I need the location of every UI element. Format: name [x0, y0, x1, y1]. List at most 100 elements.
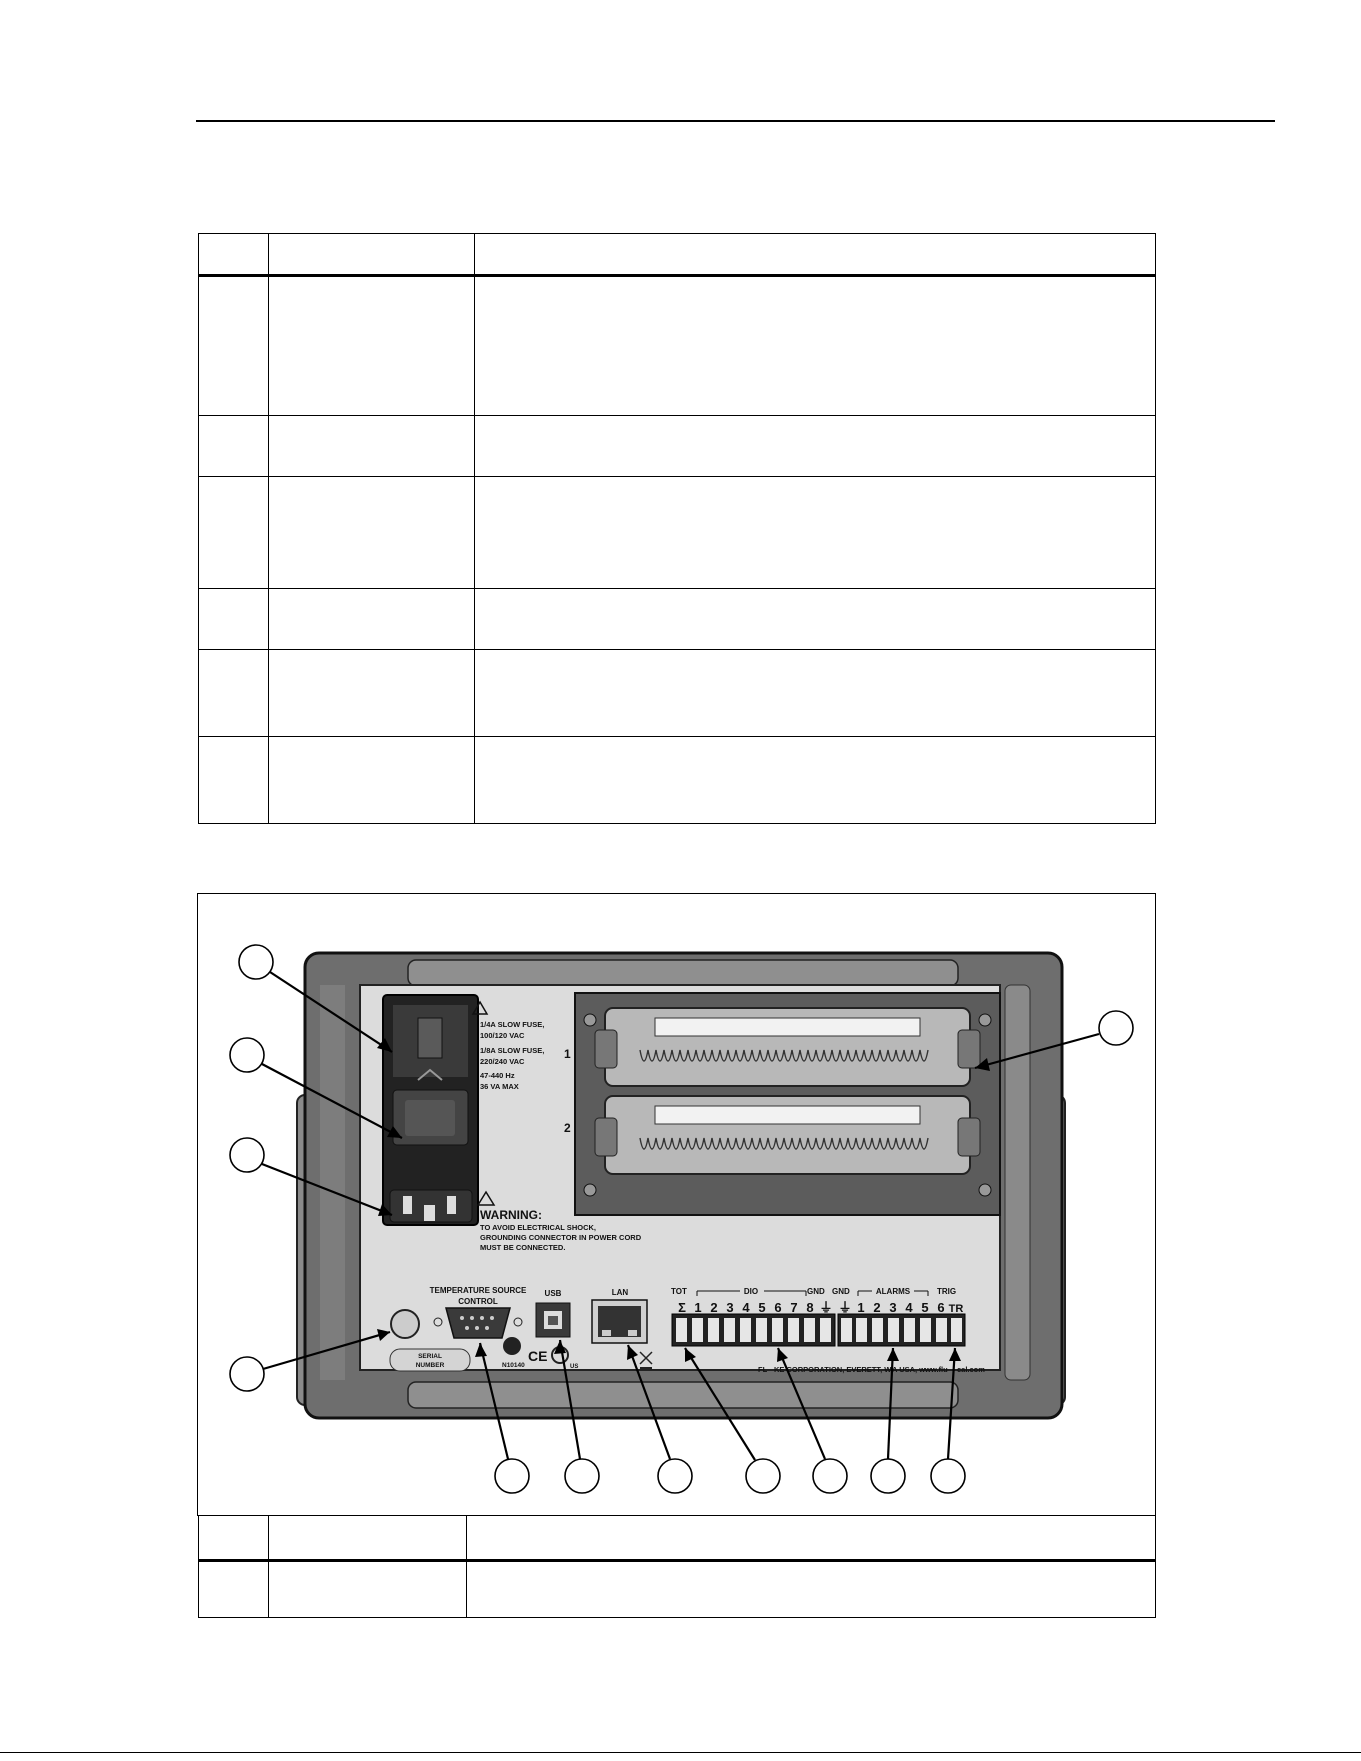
input-module-2 — [594, 1095, 981, 1175]
lan-port — [591, 1299, 648, 1344]
callout-circle — [494, 1458, 530, 1494]
terminal-block-dio — [671, 1313, 836, 1347]
arrowhead — [777, 1348, 788, 1362]
dio-number: 7 — [790, 1300, 797, 1315]
fuse-label-line-4: 220/240 VAC — [480, 1057, 525, 1066]
callout-circle — [229, 1037, 265, 1073]
alarm-number: 3 — [889, 1300, 896, 1315]
figure-frame — [197, 893, 1156, 1516]
gnd-label-right: GND — [832, 1287, 850, 1296]
lower-description-table — [198, 1515, 1156, 1618]
table-row — [198, 476, 1156, 589]
arrowhead — [378, 1204, 392, 1216]
footer-rule — [0, 1752, 1361, 1753]
tot-label: TOT — [671, 1287, 687, 1296]
sigma-glyph: Σ — [678, 1300, 686, 1315]
alarm-number: 6 — [937, 1300, 944, 1315]
temp-source-label-2: CONTROL — [458, 1297, 498, 1306]
dio-number: 5 — [758, 1300, 765, 1315]
trig-tr-label: TR — [949, 1303, 964, 1315]
serial-number-plate — [389, 1348, 471, 1372]
callout-leader — [269, 971, 393, 1053]
callout-leader — [558, 1339, 582, 1460]
fuse-label-line-1: 1/4A SLOW FUSE, — [480, 1020, 544, 1029]
callout-leaders — [261, 971, 1100, 1461]
upper-description-table — [198, 233, 1156, 824]
alarm-number: 4 — [905, 1300, 913, 1315]
warning-line-2: GROUNDING CONNECTOR IN POWER CORD — [480, 1233, 642, 1242]
c-tick-mark — [503, 1337, 521, 1355]
dio-number: 6 — [774, 1300, 781, 1315]
callout-circles — [229, 944, 1134, 1494]
callout-leader — [886, 1347, 895, 1460]
corp-text-1: FL — [758, 1365, 768, 1374]
callout-circle — [812, 1458, 848, 1494]
alarm-number: 5 — [921, 1300, 928, 1315]
table-row — [198, 415, 1156, 477]
temp-source-label-1: TEMPERATURE SOURCE — [430, 1286, 527, 1295]
callout-leader — [684, 1347, 756, 1461]
table-header-row — [198, 233, 1156, 277]
warning-title: WARNING: — [480, 1208, 542, 1222]
callout-circle — [657, 1458, 693, 1494]
dio-number: 3 — [726, 1300, 733, 1315]
callout-leader — [261, 1063, 403, 1139]
fuse-label-line-5: 47-440 Hz — [480, 1071, 515, 1080]
callout-leader — [626, 1344, 672, 1460]
fuse-label-line-6: 36 VA MAX — [480, 1082, 519, 1091]
ce-mark: CE — [528, 1348, 547, 1364]
cert-code: N10140 — [502, 1362, 525, 1369]
table-row — [198, 588, 1156, 650]
arrowhead — [554, 1340, 566, 1354]
table-header-row — [198, 1515, 1156, 1562]
alarm-number: 1 — [857, 1300, 864, 1315]
callout-circle — [229, 1356, 265, 1392]
callout-circle — [564, 1458, 600, 1494]
weee-icon — [639, 1351, 653, 1369]
callout-leader — [946, 1347, 957, 1460]
dio-number: 1 — [694, 1300, 701, 1315]
arrowhead — [475, 1343, 487, 1357]
callout-arrowheads — [377, 1038, 990, 1362]
usb-label: USB — [545, 1289, 562, 1298]
warning-icon — [476, 1190, 496, 1206]
warning-line-1: TO AVOID ELECTRICAL SHOCK, — [480, 1223, 596, 1232]
serial-label-1: SERIAL — [418, 1353, 442, 1360]
corp-text-2: KE CORPORATION, EVERETT, W — [774, 1365, 892, 1374]
callout-leader — [776, 1347, 827, 1460]
arrowhead — [627, 1345, 638, 1360]
db9-connector — [433, 1307, 523, 1339]
callout-leader — [261, 1162, 393, 1217]
dio-number: 4 — [742, 1300, 750, 1315]
fuse-label-line-3: 1/8A SLOW FUSE, — [480, 1046, 544, 1055]
table-row — [198, 736, 1156, 824]
callout-leader — [478, 1342, 510, 1460]
arrowhead — [377, 1329, 390, 1341]
warning-line-3: MUST BE CONNECTED. — [480, 1243, 565, 1252]
usb-port — [535, 1302, 571, 1338]
callout-leader — [974, 1032, 1100, 1070]
lan-label: LAN — [612, 1288, 629, 1297]
alarms-label: ALARMS — [876, 1287, 911, 1296]
power-entry-module — [382, 994, 479, 1226]
slot-2-label: 2 — [564, 1121, 571, 1135]
arrowhead — [377, 1038, 392, 1052]
alarm-number: 2 — [873, 1300, 880, 1315]
table-row — [198, 1560, 1156, 1618]
slot-1-label: 1 — [564, 1047, 571, 1061]
corp-text-3: A USA, www.flu — [892, 1365, 948, 1374]
callout-circle — [229, 1137, 265, 1173]
callout-circle — [870, 1458, 906, 1494]
trig-label: TRIG — [937, 1287, 956, 1296]
arrowhead — [975, 1058, 990, 1071]
arrowhead — [387, 1126, 402, 1138]
callout-circle — [745, 1458, 781, 1494]
table-row — [198, 649, 1156, 737]
header-rule — [196, 120, 1275, 122]
ground-terminal — [390, 1309, 420, 1339]
ground-glyph: ⏚ — [819, 1300, 832, 1315]
arrowhead — [685, 1348, 696, 1362]
input-module-1 — [594, 1007, 981, 1087]
callout-leader — [262, 1330, 391, 1371]
